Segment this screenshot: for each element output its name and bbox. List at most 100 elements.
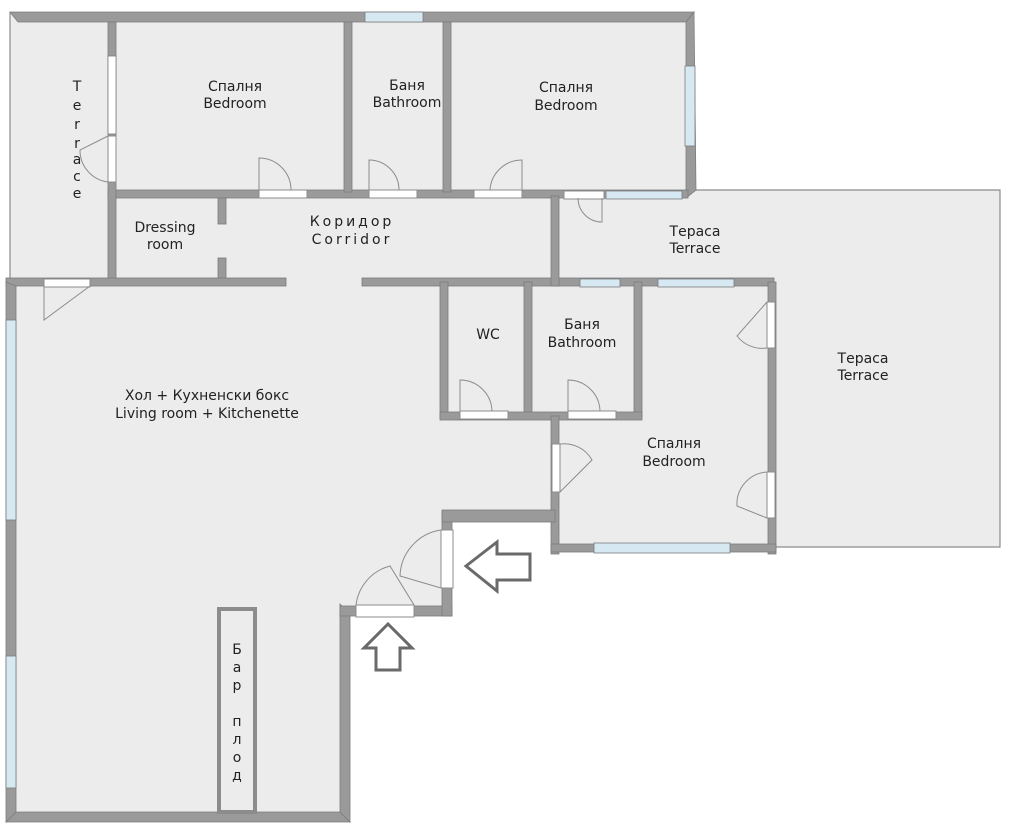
wall-wc-bath [523, 281, 533, 419]
windows [5, 11, 735, 789]
terrace-left-letter: T [72, 79, 82, 95]
window-bedroom-right [684, 65, 696, 147]
bar-letter: о [233, 750, 242, 766]
terrace-edges [9, 12, 1001, 548]
label-corridor-en: Corridor [312, 232, 393, 248]
terrace-left-letter: e [73, 98, 82, 114]
terrace-left-letter: r [74, 136, 80, 152]
label-bedroom-top-right-bg: Спалня [539, 80, 593, 96]
floors [6, 12, 1000, 820]
door-opening-wc [459, 410, 509, 420]
label-living-en: Living room + Kitchenette [115, 406, 299, 422]
label-terrace-left: T e r r a c e [72, 79, 82, 202]
terrace-left-letter: a [73, 152, 82, 168]
label-bedroom-top-left-bg: Спалня [208, 79, 262, 95]
door-opening-bedroom-mid-right-bottom [766, 471, 776, 519]
window-top-bath [364, 11, 424, 23]
label-bathroom-top-en: Bathroom [373, 95, 442, 111]
terrace-left-letter: c [73, 169, 81, 185]
labels: T e r r a c e Спалня Bedroom Баня Bathro… [72, 78, 889, 784]
door-swing-bath-mid [567, 379, 601, 412]
wall-bedroom-mid-right [767, 281, 777, 555]
wall-bath-bed2 [442, 21, 452, 193]
label-bedroom-mid-bg: Спалня [647, 436, 701, 452]
door-opening-entry-right [440, 529, 454, 589]
window-living-left-lower [5, 655, 17, 789]
window-bedroom-mid-top [657, 278, 735, 288]
door-opening-terrace-left [107, 135, 117, 183]
door-swing-bedroom-mid-left [559, 443, 593, 493]
door-swing-wc [459, 379, 493, 412]
floor-terrace-right [770, 190, 1000, 547]
label-terrace-upper-bg: Тераса [669, 224, 721, 240]
wall-living-bottom [5, 811, 351, 823]
doors [43, 135, 776, 618]
bar-letter: л [233, 732, 242, 748]
wall-bath-right [633, 281, 643, 419]
window-bath-mid [579, 278, 621, 288]
label-dressing-room-line1: Dressing [134, 220, 195, 236]
wall-wc-bath-bottom [439, 411, 643, 421]
window-terrace-upper [605, 190, 683, 200]
label-living-bg: Хол + Кухненски бокс [125, 388, 289, 404]
window-bedroom-mid-bottom [593, 542, 731, 554]
bar-letter: а [233, 660, 242, 676]
bar-letter: д [232, 768, 242, 784]
door-opening-bed2 [473, 189, 523, 199]
label-bedroom-top-right-en: Bedroom [534, 98, 597, 114]
label-bathroom-mid-bg: Баня [564, 317, 600, 333]
label-bedroom-top-left-en: Bedroom [203, 96, 266, 112]
bar-letter: п [232, 714, 241, 730]
entrance-arrow-left [463, 538, 532, 595]
terrace-right-edge [690, 189, 1001, 548]
bar-letter: р [233, 678, 242, 694]
label-bedroom-mid-en: Bedroom [642, 454, 705, 470]
bar-letter: Б [232, 642, 242, 658]
door-opening-terrace-upper [563, 190, 605, 200]
label-corridor-bg: Коридор [310, 214, 395, 230]
door-swing-bed2 [489, 159, 523, 191]
door-opening-living-top [43, 278, 91, 288]
door-opening-bath-mid [567, 410, 617, 420]
door-opening-bedroom-mid-right-top [766, 301, 776, 349]
label-terrace-upper-en: Terrace [669, 241, 721, 257]
door-opening-entry-bottom [355, 604, 415, 618]
label-terrace-right-bg: Тераса [837, 351, 889, 367]
wall-bed1-bath [343, 21, 353, 193]
wall-wc-left [439, 281, 449, 419]
label-terrace-right-en: Terrace [837, 368, 889, 384]
label-wc: WC [476, 327, 500, 343]
door-swing-entry-right [399, 529, 442, 589]
window-living-left-upper [5, 319, 17, 521]
floor-top-rooms [112, 12, 694, 202]
terrace-left-letter: e [73, 186, 82, 202]
bar-counter [217, 607, 257, 814]
window-bedroom-left [107, 55, 117, 135]
floor-corridor [112, 192, 557, 284]
door-swing-entry-bottom [355, 565, 415, 606]
entrance-arrows [360, 538, 532, 672]
entrance-arrow-up [360, 621, 416, 672]
label-bathroom-top-bg: Баня [389, 78, 425, 94]
door-opening-bedroom-mid-left [551, 443, 561, 493]
label-dressing-room-line2: room [147, 237, 183, 253]
door-swing-terrace-left [79, 135, 109, 183]
floor-terrace-left [10, 12, 112, 284]
label-bar: Б а р п л о д [232, 642, 242, 784]
label-bathroom-mid-en: Bathroom [548, 335, 617, 351]
door-swing-bedroom-mid-right-top [736, 301, 768, 349]
wall-top [9, 11, 695, 23]
terrace-left-letter: r [74, 117, 80, 133]
floor-living [6, 282, 555, 820]
wall-corridor-right [550, 195, 560, 287]
door-swing-bedroom-mid-right-bottom [736, 471, 768, 519]
door-opening-bed1 [258, 189, 308, 199]
door-swing-living-top [43, 285, 91, 321]
door-swing-bed1 [258, 157, 292, 191]
wall-living-entry-right [339, 603, 351, 823]
door-swing-bath-top [368, 159, 400, 191]
door-opening-bath-top [368, 189, 418, 199]
wall-dressing-top [217, 197, 227, 225]
door-swing-terrace-upper [577, 197, 603, 223]
